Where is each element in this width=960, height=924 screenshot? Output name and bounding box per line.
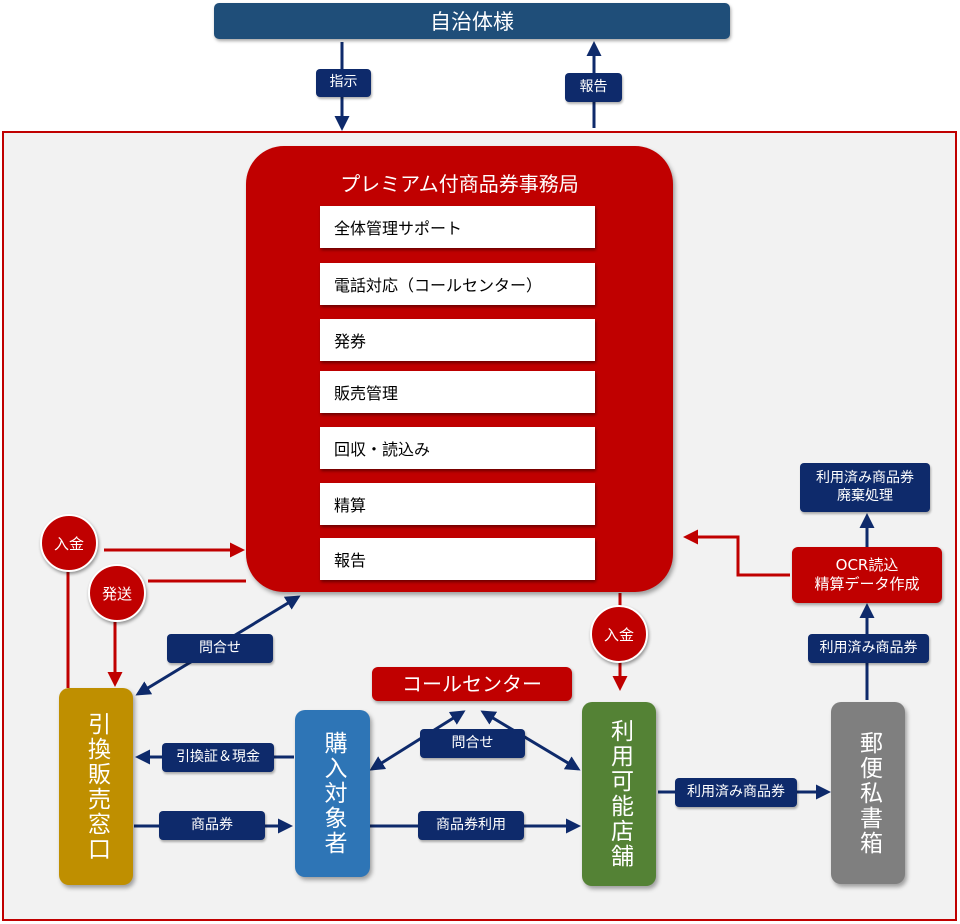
call-center-box: コールセンター [372,667,572,701]
purchaser-box: 購入対象者 [295,710,370,877]
task-report: 報告 [320,538,595,580]
exchange-window-box: 引換販売窓口 [59,688,133,885]
authority-box: 自治体様 [214,3,730,39]
task-ticket-issuing: 発券 [320,319,595,361]
ocr-box: OCR読込 精算データ作成 [792,547,942,603]
instruction-label: 指示 [316,69,371,97]
inquiry-window-label: 問合せ [167,634,273,663]
store-box: 利用可能店舗 [582,702,656,886]
voucher-label: 商品券 [159,811,265,840]
used-vouchers-post-label: 利用済み商品券 [675,778,797,807]
inquiry-center-label: 問合せ [420,729,525,758]
postbox-box: 郵便私書箱 [831,702,905,884]
payment-left-circle: 入金 [40,514,98,572]
inquiry-purchaser-arrow [369,710,466,771]
store-label: 利用可能店舗 [606,719,633,869]
used-vouchers-ocr-label: 利用済み商品券 [808,634,929,663]
shipping-circle: 発送 [88,564,146,622]
voucher-use-label: 商品券利用 [418,811,524,840]
office-title: プレミアム付商品券事務局 [340,172,579,196]
purchaser-label: 購入対象者 [320,731,346,856]
voucher-cash-label: 引換証＆現金 [162,743,274,772]
inquiry-store-arrow [480,710,581,771]
task-call-center: 電話対応（コールセンター） [320,263,595,305]
disposal-box: 利用済み商品券 廃棄処理 [800,463,930,512]
postbox-label: 郵便私書箱 [855,730,882,856]
task-overall-management: 全体管理サポート [320,206,595,248]
report-label: 報告 [565,73,622,102]
task-settlement: 精算 [320,483,595,525]
exchange-window-label: 引換販売窓口 [83,711,110,862]
task-collection-reading: 回収・読込み [320,427,595,469]
ocr-to-office-arrow [683,529,790,577]
payment-store-circle: 入金 [590,605,648,663]
task-sales-management: 販売管理 [320,371,595,413]
